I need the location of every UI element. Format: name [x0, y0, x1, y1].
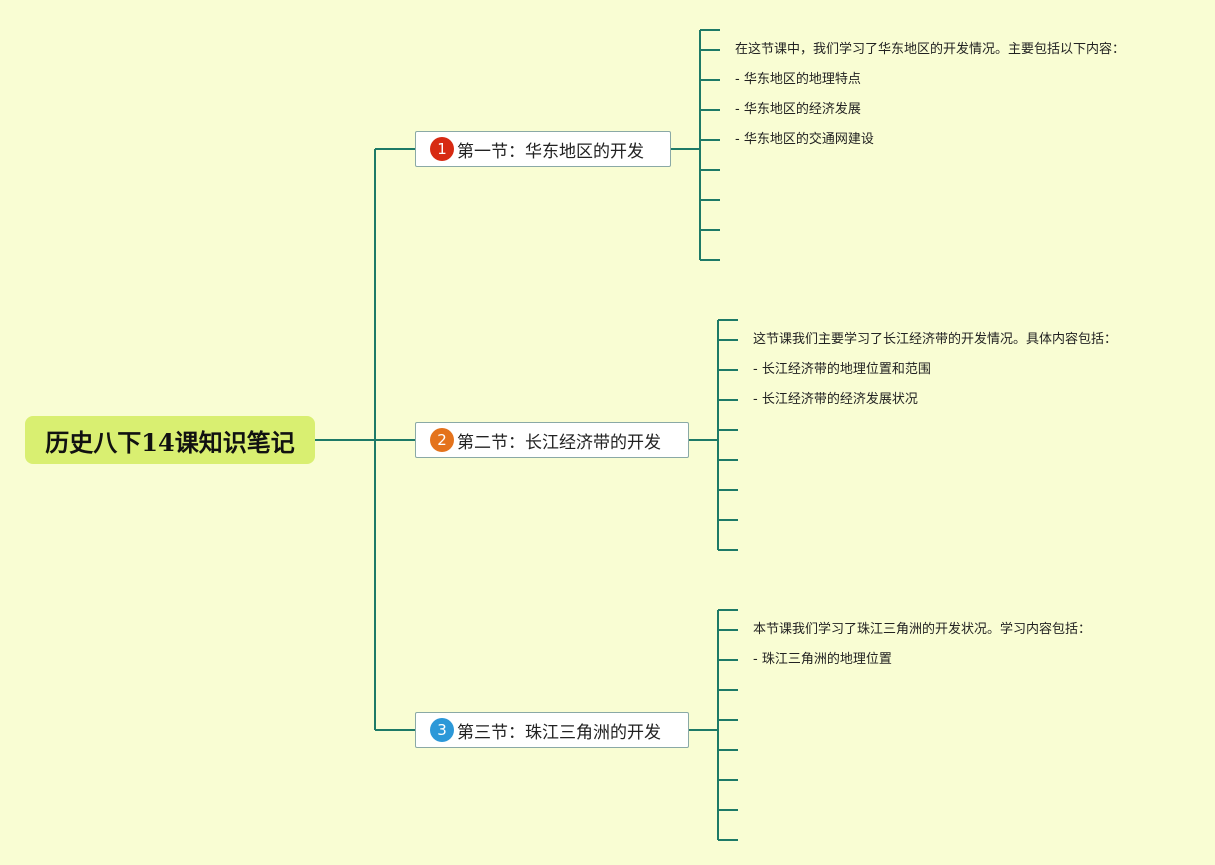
- section-1-note[interactable]: - 华东地区的经济发展: [735, 102, 861, 117]
- section-node-1[interactable]: 1 第一节：华东地区的开发: [415, 131, 671, 167]
- section-1-note[interactable]: - 华东地区的交通网建设: [735, 132, 874, 147]
- section-2-note[interactable]: - 长江经济带的地理位置和范围: [753, 362, 931, 377]
- section-1-note[interactable]: - 华东地区的地理特点: [735, 72, 861, 87]
- section-2-note[interactable]: - 长江经济带的经济发展状况: [753, 392, 918, 407]
- number-3-badge-icon: 3: [430, 718, 454, 742]
- section-title: 第三节：珠江三角洲的开发: [457, 722, 661, 743]
- section-title: 第一节：华东地区的开发: [457, 141, 644, 162]
- section-3-note[interactable]: - 珠江三角洲的地理位置: [753, 652, 892, 667]
- section-node-3[interactable]: 3 第三节：珠江三角洲的开发: [415, 712, 689, 748]
- section-title: 第二节：长江经济带的开发: [457, 432, 661, 453]
- number-2-badge-icon: 2: [430, 428, 454, 452]
- section-node-2[interactable]: 2 第二节：长江经济带的开发: [415, 422, 689, 458]
- root-topic[interactable]: 历史八下14课知识笔记: [25, 416, 315, 464]
- section-2-note[interactable]: 这节课我们主要学习了长江经济带的开发情况。具体内容包括：: [753, 332, 1118, 347]
- section-1-note[interactable]: 在这节课中，我们学习了华东地区的开发情况。主要包括以下内容：: [735, 42, 1126, 57]
- number-1-badge-icon: 1: [430, 137, 454, 161]
- section-3-note[interactable]: 本节课我们学习了珠江三角洲的开发状况。学习内容包括：: [753, 622, 1092, 637]
